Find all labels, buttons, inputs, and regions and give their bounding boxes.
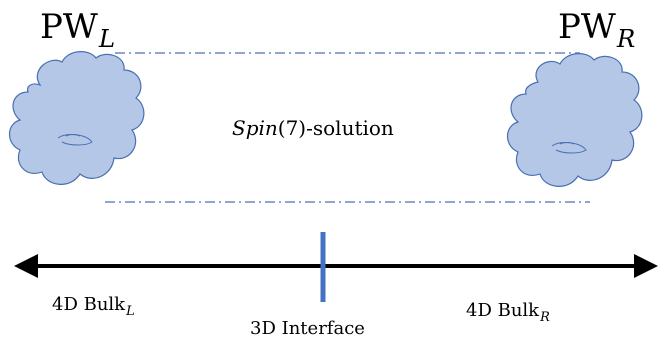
pw-left-sub: L (98, 23, 116, 53)
bulk-left-main: 4D Bulk (52, 294, 126, 315)
right-cloud-icon (506, 53, 643, 187)
spin-italic-text: Spin (232, 116, 278, 140)
pw-left-main: PW (40, 7, 98, 47)
left-cloud-icon (8, 51, 145, 185)
bulk-left-sub: L (126, 303, 135, 319)
spin-rest-text: (7)-solution (277, 116, 394, 140)
pw-right-sub: R (616, 23, 636, 53)
pw-left-label: PWL (40, 7, 115, 50)
pw-right-main: PW (558, 7, 616, 47)
bulk-right-sub: R (540, 309, 550, 325)
bulk-right-label: 4D BulkR (466, 300, 550, 324)
bulk-right-main: 4D Bulk (466, 300, 540, 321)
bulk-left-label: 4D BulkL (52, 294, 135, 318)
axis-left-arrowhead (14, 254, 38, 278)
axis-right-arrowhead (634, 254, 658, 278)
spin7-solution-label: Spin(7)-solution (232, 118, 394, 138)
pw-right-label: PWR (558, 7, 635, 50)
interface-label: 3D Interface (250, 318, 365, 339)
